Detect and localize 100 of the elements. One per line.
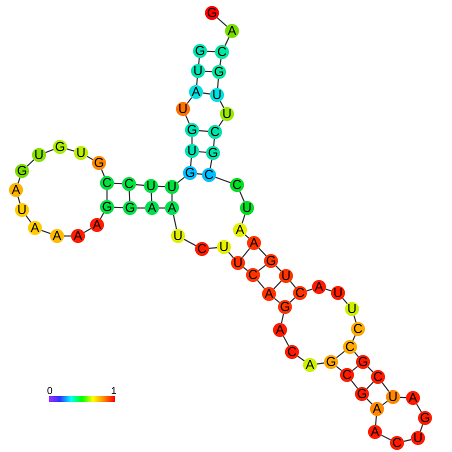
- connector-line: [257, 280, 265, 290]
- connector-line: [136, 184, 144, 186]
- base-letter: U: [187, 144, 197, 158]
- base-letter: A: [92, 218, 102, 232]
- connector-line: [239, 191, 245, 202]
- base-letter: A: [250, 236, 258, 250]
- base-letter: U: [173, 229, 183, 243]
- nucleotide-circle: [262, 287, 276, 301]
- connector-line: [210, 160, 212, 168]
- base-letter: U: [17, 203, 27, 217]
- connector-line: [184, 238, 196, 246]
- base-letter: U: [333, 286, 343, 300]
- connector-line: [282, 336, 290, 346]
- base-letter: G: [208, 146, 218, 160]
- connector-line: [242, 214, 246, 224]
- connector-line: [202, 92, 210, 95]
- base-letter: U: [76, 146, 86, 160]
- nucleotide-circle: [165, 201, 179, 215]
- nucleotide-circle: [189, 85, 203, 99]
- base-letter: G: [124, 201, 136, 215]
- base-letter: G: [16, 164, 28, 178]
- nucleotide-circle: [225, 24, 239, 38]
- nucleotide-circle: [312, 280, 326, 294]
- base-letter: A: [192, 85, 200, 99]
- nucleotide-circle: [50, 229, 64, 243]
- connector-line: [190, 158, 192, 166]
- connector-line: [17, 196, 21, 204]
- base-letter: A: [30, 221, 40, 235]
- base-letter: G: [420, 411, 430, 425]
- connector-line: [336, 366, 342, 372]
- nucleotide-circle: [233, 223, 247, 237]
- connector-line: [196, 78, 198, 86]
- connector-line: [353, 316, 357, 322]
- connector-line: [280, 314, 284, 324]
- base-letter: U: [347, 302, 357, 316]
- connector-line: [224, 37, 230, 46]
- base-letter: U: [193, 64, 203, 78]
- base-letter: U: [413, 431, 423, 445]
- connector-line: [274, 298, 280, 304]
- connector-line: [316, 362, 324, 365]
- base-letter: U: [233, 256, 243, 270]
- base-letter: C: [373, 370, 383, 384]
- base-letter: C: [197, 242, 207, 256]
- nucleotide-circle: [9, 183, 23, 197]
- base-letter: C: [232, 178, 242, 192]
- base-letter: U: [219, 240, 229, 254]
- connector-line: [208, 247, 218, 249]
- base-letter: A: [236, 223, 244, 237]
- nucleotide-circle: [368, 425, 382, 439]
- base-letter: C: [102, 176, 112, 190]
- base-letter: A: [148, 201, 156, 215]
- base-letter: A: [74, 229, 82, 243]
- nucleotide-circle: [145, 201, 159, 215]
- base-letter: G: [186, 123, 198, 137]
- base-letter: G: [94, 156, 104, 170]
- base-letter: A: [408, 391, 418, 405]
- connector-line: [366, 382, 374, 390]
- connector-line: [216, 17, 228, 27]
- base-letter: C: [345, 340, 355, 354]
- base-letter: C: [248, 268, 258, 282]
- base-letter: A: [306, 358, 314, 372]
- connector-line: [416, 404, 422, 412]
- base-letter: U: [388, 390, 398, 404]
- nucleotide-circle: [406, 391, 420, 405]
- base-letter: U: [178, 102, 188, 116]
- connector-line: [177, 176, 185, 184]
- base-letter: U: [167, 180, 177, 194]
- base-letter: G: [326, 355, 336, 369]
- connector-line: [342, 298, 348, 304]
- connector-line: [382, 382, 390, 392]
- base-letter: U: [242, 201, 252, 215]
- connector-line: [84, 228, 92, 234]
- connector-line: [219, 58, 222, 66]
- scale-value: 0: [47, 387, 53, 397]
- base-letter: G: [184, 166, 196, 180]
- nucleotide-circle: [247, 236, 261, 250]
- base-letter: C: [217, 45, 227, 59]
- connector-line: [258, 248, 267, 256]
- connector-line: [114, 206, 124, 208]
- base-letter: C: [342, 368, 352, 382]
- base-letter: C: [353, 322, 363, 336]
- connector-line: [404, 439, 412, 442]
- base-letter: A: [264, 287, 274, 301]
- base-letter: G: [266, 254, 276, 268]
- connector-line: [228, 252, 234, 258]
- connector-line: [101, 169, 105, 177]
- base-letter: U: [146, 179, 156, 193]
- connector-line: [375, 416, 377, 426]
- scale-value: 1: [111, 387, 117, 397]
- base-letter: C: [210, 125, 220, 139]
- base-letter: A: [12, 183, 20, 197]
- connector-line: [215, 176, 231, 184]
- connector-line: [185, 115, 190, 124]
- connector-line: [41, 230, 51, 234]
- connector-line: [242, 248, 250, 258]
- base-letter: G: [102, 200, 112, 214]
- base-letter: C: [204, 168, 214, 182]
- base-letter: C: [392, 436, 402, 450]
- base-letter: C: [295, 286, 305, 300]
- base-letter: U: [222, 107, 232, 121]
